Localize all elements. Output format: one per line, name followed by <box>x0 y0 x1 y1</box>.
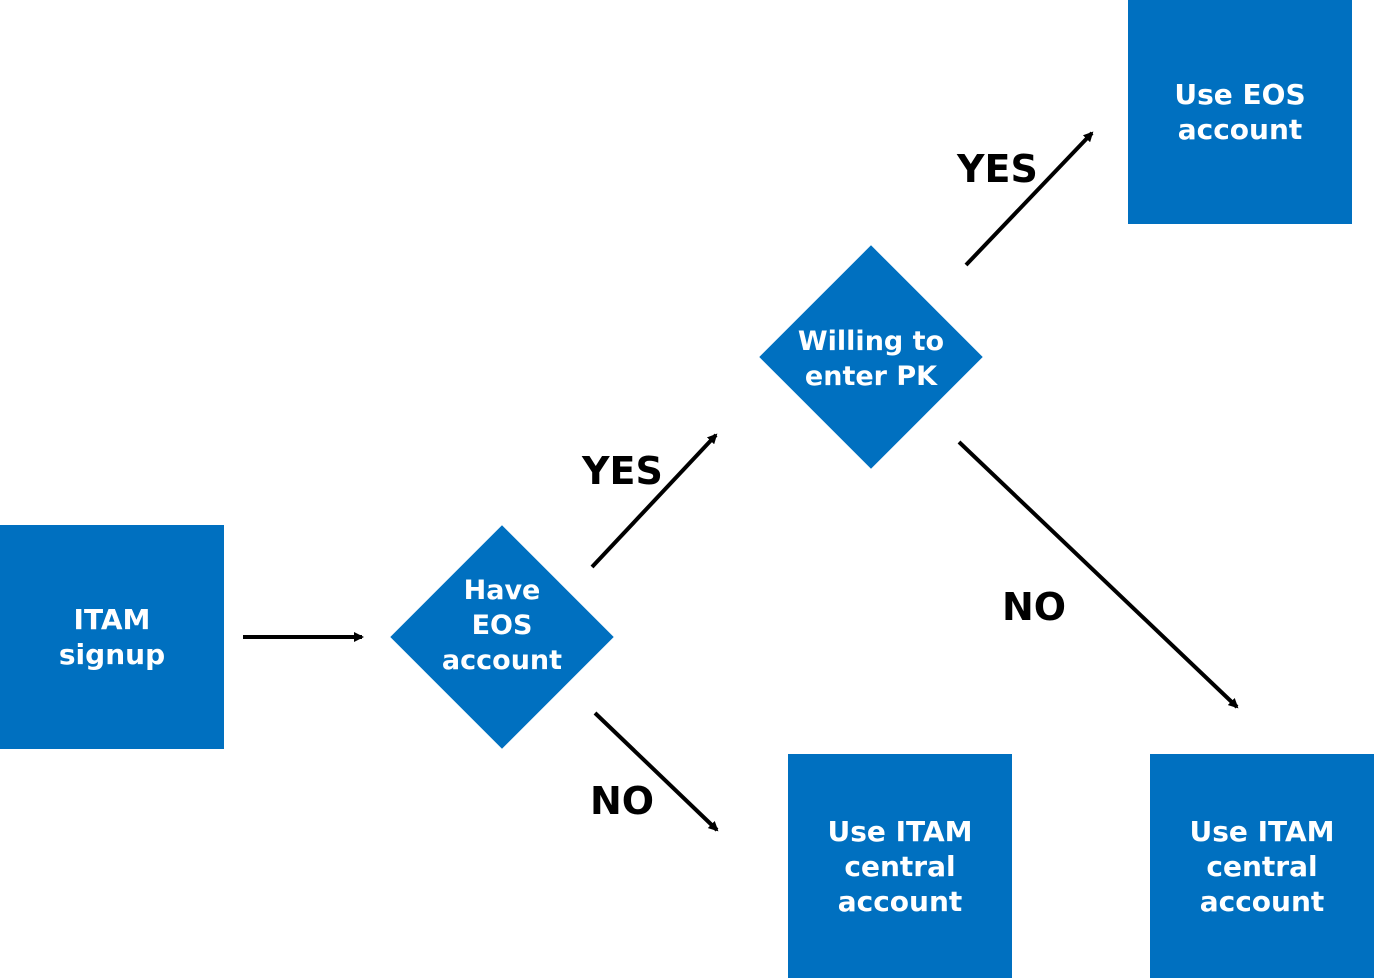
node-use-eos-account: Use EOS account <box>1128 0 1352 224</box>
arrow-willing-pk-yes <box>964 131 1094 267</box>
node-use-itam-central-account-1: Use ITAM central account <box>788 754 1012 978</box>
edge-label-willing-pk-yes: YES <box>957 147 1038 191</box>
decision-willing-to-enter-pk-label: Willing to enter PK <box>797 326 945 392</box>
arrow-willing-pk-no <box>957 440 1239 709</box>
node-use-itam-central-account-2: Use ITAM central account <box>1150 754 1374 978</box>
arrow-have-eos-yes <box>590 433 718 569</box>
edge-label-willing-pk-no: NO <box>1002 585 1067 629</box>
node-itam-signup-label: ITAM signup <box>58 603 166 671</box>
edge-label-have-eos-yes: YES <box>582 449 663 493</box>
node-use-itam-central-account-2-label: Use ITAM central account <box>1189 814 1335 918</box>
node-use-itam-central-account-1-label: Use ITAM central account <box>827 814 973 918</box>
arrow-have-eos-no <box>593 711 719 832</box>
node-itam-signup: ITAM signup <box>0 525 224 749</box>
decision-have-eos-account-label: Have EOS account <box>441 574 563 676</box>
edge-label-have-eos-no: NO <box>590 779 655 823</box>
node-use-eos-account-label: Use EOS account <box>1174 78 1306 146</box>
